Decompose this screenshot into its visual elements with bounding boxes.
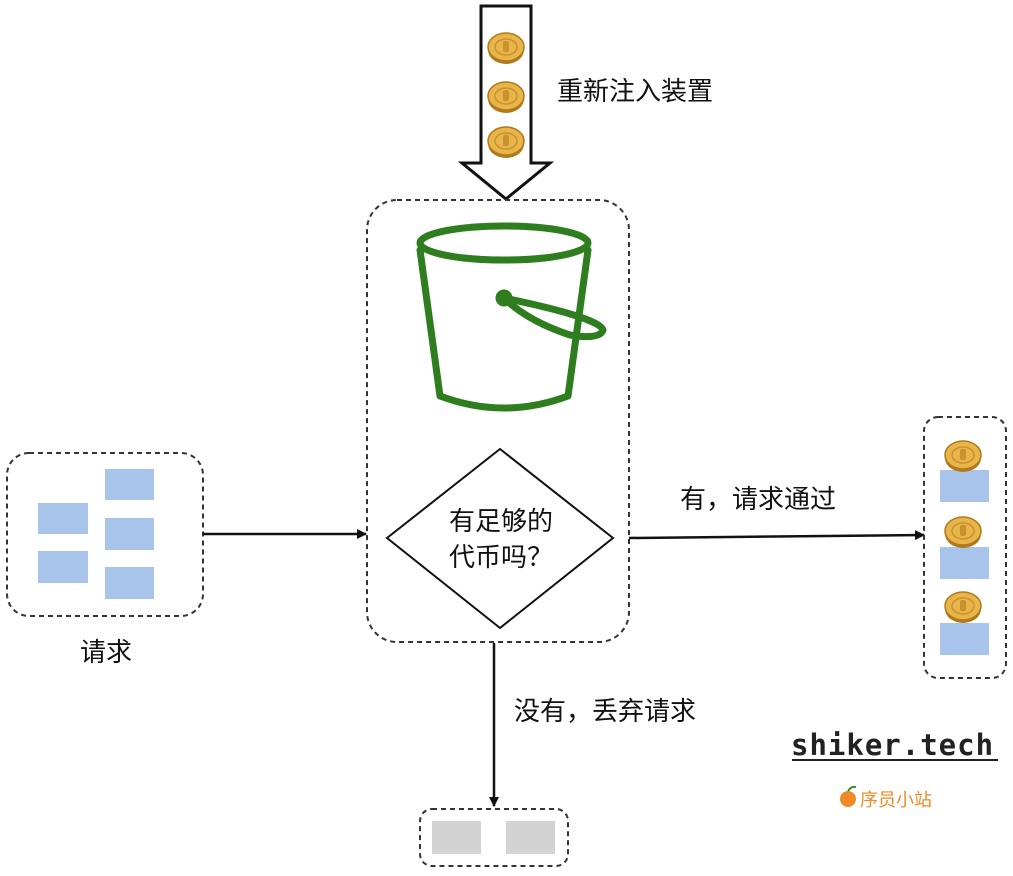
request-blocks [38, 469, 154, 599]
orange-icon [840, 785, 857, 807]
decision-diamond [385, 447, 615, 630]
passed-block [940, 470, 989, 502]
dropped-block [506, 821, 555, 854]
bucket-icon [416, 222, 607, 412]
pass-label: 有，请求通过 [680, 485, 836, 515]
bucket-container [366, 199, 630, 643]
refill-coins [487, 32, 525, 159]
dropped-blocks [432, 821, 555, 854]
coin-icon [944, 440, 982, 473]
decision-line-2: 代币吗？ [449, 543, 553, 573]
dropped-block [432, 821, 481, 854]
request-block [105, 469, 154, 500]
passed-group [923, 416, 1007, 679]
request-block [38, 503, 88, 534]
watermark-name: 序员小站 [860, 790, 932, 811]
dropped-group [419, 808, 569, 867]
coin-icon [487, 32, 525, 65]
coin-icon [487, 126, 525, 159]
passed-coins [944, 440, 982, 624]
refill-label: 重新注入装置 [557, 77, 713, 107]
passed-blocks [940, 470, 989, 655]
coin-icon [944, 516, 982, 549]
passed-block [940, 547, 989, 579]
request-label: 请求 [80, 638, 132, 668]
passed-block [940, 623, 989, 655]
watermark-site: shiker.tech [791, 728, 994, 762]
coin-icon [944, 591, 982, 624]
arrow-pass [628, 530, 925, 541]
decision-line-1: 有足够的 [449, 507, 553, 537]
request-block [105, 567, 154, 599]
request-block [105, 518, 154, 550]
drop-label: 没有，丢弃请求 [514, 697, 696, 727]
request-block [38, 551, 88, 583]
coin-icon [487, 81, 525, 114]
